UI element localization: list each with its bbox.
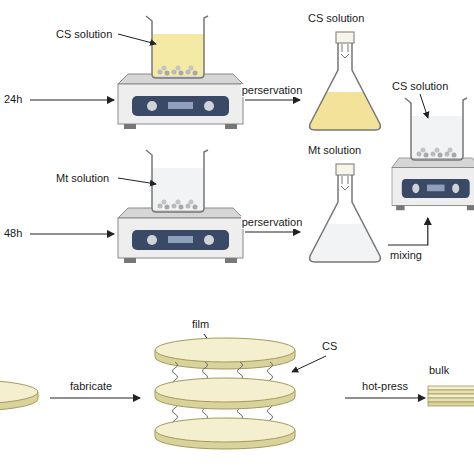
leader-line <box>118 34 428 372</box>
process-arrow <box>345 397 425 398</box>
process-arrow <box>388 218 428 245</box>
process-arrow <box>245 231 300 232</box>
node-label: Mt solution <box>308 144 361 157</box>
node-label: bulk <box>429 364 449 377</box>
node-label: film <box>192 318 209 331</box>
mixing-station: CS solution <box>390 78 474 218</box>
node-label: CS <box>322 340 337 353</box>
edge-label: mixing <box>389 249 423 262</box>
stirring-station: CS solution <box>50 18 245 130</box>
edge-label: hot-press <box>361 380 409 393</box>
edge-label: perservation <box>241 84 304 97</box>
process-arrow <box>245 99 300 100</box>
step-label: fabricate <box>70 380 112 393</box>
step-label: 48h <box>4 227 22 240</box>
cs-hotplate <box>118 16 243 129</box>
bulk-laminate: bulk <box>425 360 474 384</box>
node-label: CS solution <box>392 80 448 93</box>
stirring-station: Mt solution <box>50 150 245 266</box>
node-label: CS solution <box>308 12 364 25</box>
mt-hotplate <box>118 150 243 263</box>
film-stack: filmCS <box>150 318 345 463</box>
node-label: Mt solution <box>56 172 109 185</box>
edge-label: perservation <box>241 216 304 229</box>
single-film <box>0 380 38 411</box>
mixing-hotplate <box>392 98 474 210</box>
cs-flask <box>310 32 381 130</box>
step-label: 24h <box>4 93 22 106</box>
storage-flask: Mt solution <box>300 140 388 266</box>
film-stack <box>155 338 295 449</box>
process-arrow <box>30 100 140 398</box>
mt-flask <box>310 164 381 262</box>
bulk-laminate <box>428 386 474 406</box>
node-label: CS solution <box>56 28 112 41</box>
storage-flask: CS solution <box>300 8 388 132</box>
